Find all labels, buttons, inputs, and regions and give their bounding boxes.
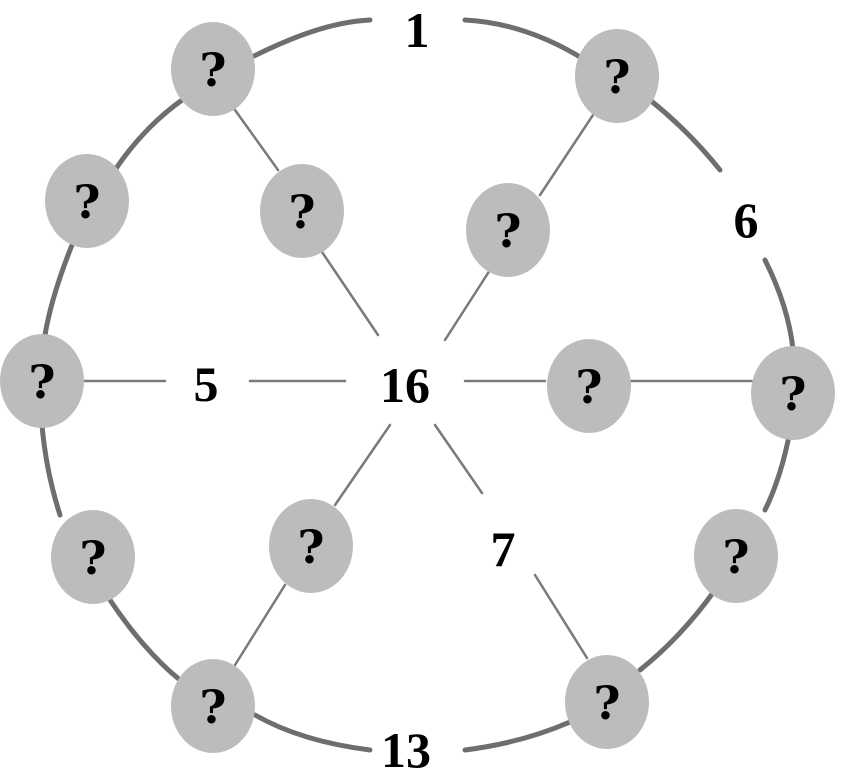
node-right-inner[interactable]: ? (547, 339, 631, 433)
node-unknown-label: ? (780, 367, 807, 421)
spoke-upper-left-inner (320, 250, 380, 337)
node-unknown-label: ? (604, 50, 631, 104)
node-lower-right-outer[interactable]: ? (694, 509, 778, 603)
ring-number-right-upper: 6 (734, 192, 759, 248)
spoke-upper-left-outer (233, 108, 280, 172)
ring-number-bottom: 13 (381, 722, 431, 778)
ring-arc-left-lower (39, 422, 63, 518)
outer-ring (39, 17, 796, 753)
ring-arc-bottom-right (462, 719, 573, 753)
node-upper-left-inner[interactable]: ? (260, 164, 344, 258)
node-circle (45, 154, 129, 248)
ring-arc-right-bottom (637, 587, 718, 673)
node-unknown-label: ? (200, 43, 227, 97)
node-circle (171, 22, 255, 116)
ring-arc-upper-left (112, 95, 188, 173)
node-circle (466, 183, 550, 277)
ring-arc-left-upper (42, 242, 75, 338)
spoke-number-lower-right: 7 (491, 521, 516, 577)
node-unknown-label: ? (576, 360, 603, 414)
node-unknown-label: ? (80, 531, 107, 585)
node-unknown-label: ? (594, 676, 621, 730)
node-upper-right-inner[interactable]: ? (466, 183, 550, 277)
nodes: ? ? ? ? ? ? ? ? (0, 22, 835, 753)
node-circle (751, 346, 835, 440)
node-unknown-label: ? (29, 355, 56, 409)
node-circle (260, 164, 344, 258)
node-top-right[interactable]: ? (575, 29, 659, 123)
node-left-outer[interactable]: ? (0, 334, 84, 428)
node-unknown-label: ? (74, 175, 101, 229)
spoke-lower-left-outer (233, 583, 287, 667)
node-unknown-label: ? (495, 204, 522, 258)
node-lower-left-outer[interactable]: ? (51, 510, 135, 604)
node-circle (51, 510, 135, 604)
ring-arc-top-right (462, 17, 588, 63)
node-upper-left-outer[interactable]: ? (45, 154, 129, 248)
node-lower-left-inner[interactable]: ? (269, 499, 353, 593)
node-circle (269, 499, 353, 593)
known-numbers: 1 6 13 5 7 16 (194, 2, 759, 778)
node-circle (0, 334, 84, 428)
ring-arc-lower-right (762, 427, 793, 513)
ring-arc-bottom-left (252, 712, 373, 753)
node-unknown-label: ? (289, 185, 316, 239)
ring-arc-left-bottom (107, 597, 183, 683)
ring-arc-right (762, 257, 796, 353)
node-unknown-label: ? (298, 520, 325, 574)
node-circle (547, 339, 631, 433)
node-circle (171, 659, 255, 753)
node-bottom-left[interactable]: ? (171, 659, 255, 753)
node-top-left[interactable]: ? (171, 22, 255, 116)
node-circle (694, 509, 778, 603)
ring-arc-upper-right (647, 97, 723, 173)
spoke-lower-left-inner (333, 423, 392, 507)
node-bottom-right[interactable]: ? (565, 655, 649, 749)
spoke-upper-right-inner (443, 268, 492, 342)
spoke-lower-right-outer (533, 573, 589, 660)
node-circle (575, 29, 659, 123)
ring-number-top: 1 (405, 2, 430, 58)
ring-arc-top-left (247, 17, 373, 61)
node-unknown-label: ? (723, 530, 750, 584)
center-number: 16 (380, 357, 430, 413)
node-circle (565, 655, 649, 749)
node-unknown-label: ? (200, 680, 227, 734)
spoke-upper-right-outer (538, 110, 597, 197)
spokes (83, 108, 754, 667)
node-right-outer[interactable]: ? (751, 346, 835, 440)
spoke-number-left: 5 (194, 356, 219, 412)
spoke-lower-right-inner (433, 423, 484, 495)
